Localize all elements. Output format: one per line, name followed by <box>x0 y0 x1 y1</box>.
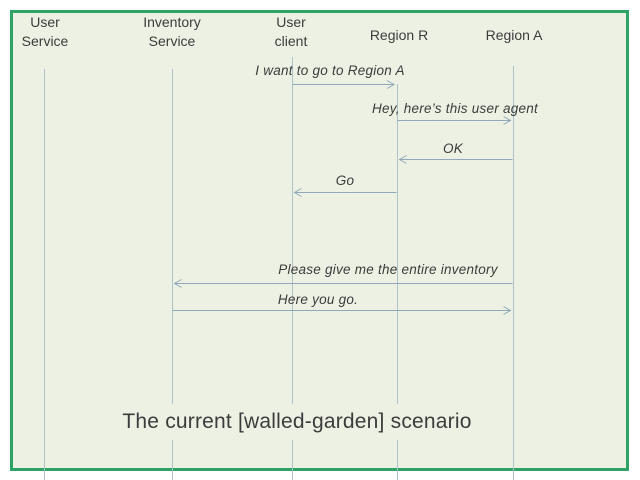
lifeline-region-r <box>397 84 398 480</box>
message-label-ok: OK <box>442 141 464 156</box>
message-label-give-inventory: Please give me the entire inventory <box>278 262 498 277</box>
lifeline-region-a <box>513 66 514 480</box>
message-label-heres-agent: Hey, here’s this user agent <box>371 101 539 116</box>
actor-label-line: User <box>276 14 306 30</box>
lifeline-user-client <box>292 57 293 480</box>
actor-label-region-r: Region R <box>370 26 428 45</box>
actor-label-user-service: User Service <box>22 13 69 51</box>
message-label-here-you-go: Here you go. <box>277 292 359 307</box>
actor-label-line: Service <box>21 33 69 49</box>
lifeline-inventory-service <box>172 69 173 480</box>
actor-label-line: User <box>30 14 60 30</box>
actor-label-user-client: User client <box>275 13 308 51</box>
diagram-title: The current [walled-garden] scenario <box>110 404 484 440</box>
actor-label-line: Region A <box>485 27 543 43</box>
actor-label-line: Service <box>148 33 196 49</box>
actor-label-line: Inventory <box>143 14 201 30</box>
actor-label-inventory-service: Inventory Service <box>143 13 201 51</box>
actor-label-line: Region R <box>369 27 429 43</box>
slide-canvas <box>10 10 629 471</box>
actor-label-line: client <box>274 33 308 49</box>
actor-label-region-a: Region A <box>486 26 543 45</box>
slide-border <box>10 10 629 471</box>
message-label-go: Go <box>335 173 355 188</box>
message-label-i-want-to-go: I want to go to Region A <box>255 63 405 78</box>
lifeline-user-service <box>44 69 45 480</box>
